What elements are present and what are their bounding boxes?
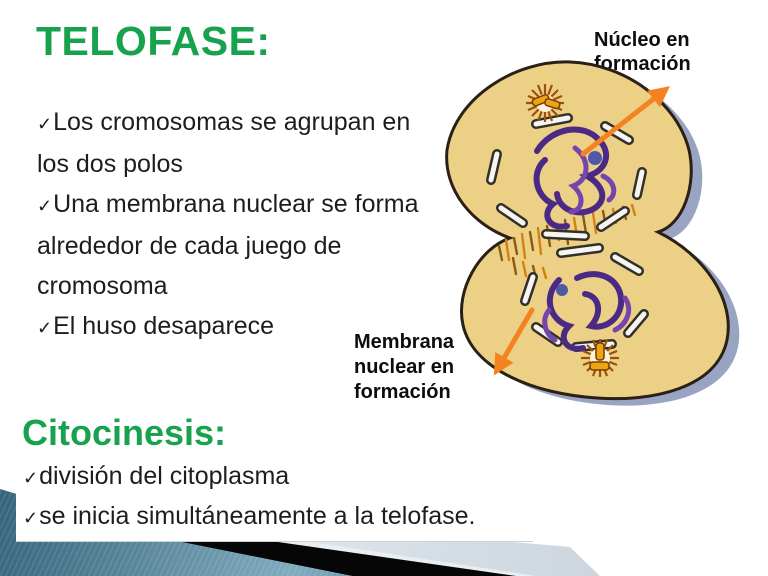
bullet-text: Los cromosomas se agrupan en los dos pol… bbox=[37, 108, 411, 178]
bullet-text: El huso desaparece bbox=[53, 312, 275, 340]
bullet-item: ✓El huso desaparece bbox=[37, 306, 439, 348]
centriole-top-icon bbox=[526, 84, 564, 122]
bullet-text: se inicia simultáneamente a la telofase. bbox=[39, 502, 476, 530]
checkmark-bullet-icon: ✓ bbox=[37, 196, 53, 216]
bullet-list: ✓Los cromosomas se agrupan en los dos po… bbox=[37, 102, 439, 348]
chromosomes-top bbox=[533, 126, 617, 230]
centriole-bottom-icon bbox=[581, 339, 619, 377]
cell-body bbox=[445, 60, 730, 401]
bullet-item: ✓Una membrana nuclear se forma alrededor… bbox=[37, 184, 439, 306]
chromatin-blob bbox=[556, 284, 568, 296]
bullet-item: ✓división del citoplasma bbox=[23, 457, 533, 497]
sub-bullet-list: ✓división del citoplasma ✓se inicia simu… bbox=[16, 451, 533, 537]
arrow-down-left-icon bbox=[493, 307, 535, 376]
chromatin-blob bbox=[588, 151, 602, 165]
bullet-item: ✓Los cromosomas se agrupan en los dos po… bbox=[37, 102, 439, 184]
checkmark-bullet-icon: ✓ bbox=[23, 468, 39, 488]
chromosomes-bottom bbox=[542, 271, 632, 352]
bullet-item: ✓se inicia simultáneamente a la telofase… bbox=[23, 497, 533, 537]
arrow-up-right-icon bbox=[580, 86, 670, 157]
bullet-text: Una membrana nuclear se forma alrededor … bbox=[37, 190, 419, 300]
figure-label-nucleus: Núcleo en formación bbox=[594, 29, 691, 75]
figure-label-membrane: Membrana nuclear en formación bbox=[354, 331, 455, 403]
checkmark-bullet-icon: ✓ bbox=[37, 114, 53, 134]
checkmark-bullet-icon: ✓ bbox=[23, 508, 39, 528]
bullet-text: división del citoplasma bbox=[39, 462, 290, 490]
slide-subtitle: Citocinesis: bbox=[22, 412, 227, 453]
slide-title: TELOFASE: bbox=[36, 18, 271, 64]
telophase-cell-illustration bbox=[445, 60, 740, 406]
text-panel: ✓división del citoplasma ✓se inicia simu… bbox=[16, 451, 533, 542]
nuclear-membrane-fragments-bottom bbox=[520, 243, 649, 352]
checkmark-bullet-icon: ✓ bbox=[37, 318, 53, 338]
